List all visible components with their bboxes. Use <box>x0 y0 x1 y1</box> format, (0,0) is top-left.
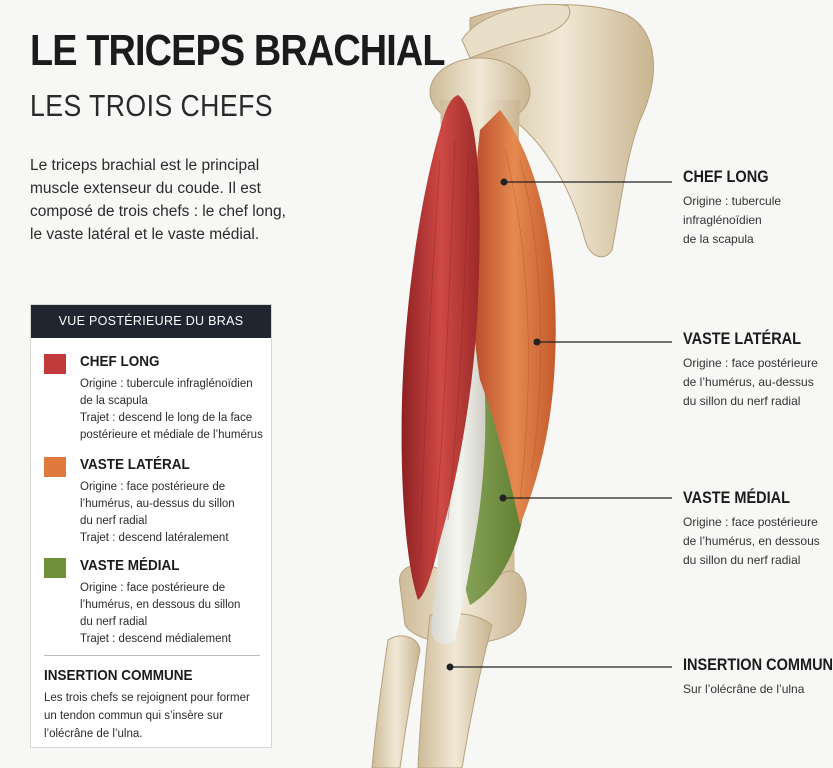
vaste-medial-swatch <box>44 558 66 578</box>
callout-line: Origine : face postérieure <box>683 515 818 529</box>
leader-dots <box>446 178 541 671</box>
callout-vaste-medial: VASTE MÉDIAL Origine : face postérieure … <box>683 489 831 570</box>
radius-bone <box>371 635 421 768</box>
legend-insertion-line: un tendon commun qui s’insère sur <box>44 710 223 722</box>
intro-paragraph: Le triceps brachial est le principal mus… <box>30 154 330 246</box>
legend-entry-line: du nerf radial <box>80 515 148 527</box>
ulna-bone <box>417 612 493 768</box>
legend-insertion-title: INSERTION COMMUNE <box>44 667 193 684</box>
callout-text: Origine : tubercule infraglénoïdien de l… <box>683 192 831 249</box>
callout-line: du sillon du nerf radial <box>683 394 801 408</box>
legend-entry-title: VASTE LATÉRAL <box>80 456 190 473</box>
legend-entry-line: Origine : tubercule infraglénoïdien <box>80 378 253 390</box>
intro-line: muscle extenseur du coude. Il est <box>30 180 261 197</box>
callout-vaste-lateral: VASTE LATÉRAL Origine : face postérieure… <box>683 330 831 411</box>
callout-insertion: INSERTION COMMUNE Sur l’olécrâne de l’ul… <box>683 656 833 699</box>
callout-line: Origine : tubercule <box>683 194 782 208</box>
leader-lines <box>450 181 672 668</box>
callout-line: infraglénoïdien <box>683 213 762 227</box>
legend-entry-line: Origine : face postérieure de <box>80 481 226 493</box>
callout-title: CHEF LONG <box>683 168 769 186</box>
chef-long-fibres <box>419 139 469 571</box>
callout-line: Origine : face postérieure <box>683 356 818 370</box>
callout-line: de l’humérus, au-dessus <box>683 375 814 389</box>
legend-entry-line: Trajet : descend médialement <box>80 633 232 645</box>
callout-title: VASTE LATÉRAL <box>683 330 802 348</box>
intro-line: le vaste latéral et le vaste médial. <box>30 226 260 243</box>
callout-line: Sur l’olécrâne de l’ulna <box>683 682 805 696</box>
legend-insertion-line: l’olécrâne de l’ulna. <box>44 728 143 740</box>
legend-entry-title: VASTE MÉDIAL <box>80 557 180 574</box>
page-title: LE TRICEPS BRACHIAL <box>30 26 445 75</box>
intro-line: Le triceps brachial est le principal <box>30 157 260 174</box>
intro-line: composé de trois chefs : le chef long, <box>30 203 286 220</box>
legend-entry-line: Origine : face postérieure de <box>80 582 226 594</box>
acromion-bone <box>461 3 571 59</box>
dot-insertion <box>446 663 454 671</box>
vaste-lateral-muscle <box>472 110 556 525</box>
legend-entry-line: Trajet : descend latéralement <box>80 532 229 544</box>
callout-line: de l’humérus, en dessous <box>683 534 820 548</box>
callout-text: Sur l’olécrâne de l’ulna <box>683 680 831 699</box>
legend-header: VUE POSTÉRIEURE DU BRAS <box>31 305 271 338</box>
legend-entry-title: CHEF LONG <box>80 353 160 370</box>
chef-long-swatch <box>44 354 66 374</box>
common-tendon <box>431 300 486 644</box>
legend-entry-line: postérieure et médiale de l’humérus <box>80 429 263 441</box>
callout-title: INSERTION COMMUNE <box>683 656 833 674</box>
dot-chef-long <box>500 178 508 186</box>
legend-entry-line: Trajet : descend le long de la face <box>80 412 253 424</box>
callout-title: VASTE MÉDIAL <box>683 489 791 507</box>
chef-long-muscle <box>401 95 480 600</box>
callout-chef-long: CHEF LONG Origine : tubercule infragléno… <box>683 168 831 249</box>
legend-entry-line: du nerf radial <box>80 616 148 628</box>
callout-text: Origine : face postérieure de l’humérus,… <box>683 354 831 411</box>
dot-vaste-lateral <box>533 338 541 346</box>
scapula-bone <box>469 4 654 258</box>
legend-insertion-line: Les trois chefs se rejoignent pour forme… <box>44 692 250 704</box>
callout-line: de la scapula <box>683 232 754 246</box>
legend-entry-line: l’humérus, en dessous du sillon <box>80 599 241 611</box>
legend-divider <box>44 655 260 656</box>
vaste-lateral-fibres <box>504 149 541 501</box>
dot-vaste-medial <box>499 494 507 502</box>
callout-text: Origine : face postérieure de l’humérus,… <box>683 513 831 570</box>
vaste-lateral-swatch <box>44 457 66 477</box>
callout-line: du sillon du nerf radial <box>683 553 801 567</box>
legend-entry-line: l’humérus, au-dessus du sillon <box>80 498 235 510</box>
legend-panel: VUE POSTÉRIEURE DU BRAS CHEF LONG Origin… <box>30 304 272 748</box>
page-subtitle: LES TROIS CHEFS <box>30 88 274 123</box>
legend-insertion-text: Les trois chefs se rejoignent pour forme… <box>44 689 264 743</box>
legend-entry-line: de la scapula <box>80 395 148 407</box>
